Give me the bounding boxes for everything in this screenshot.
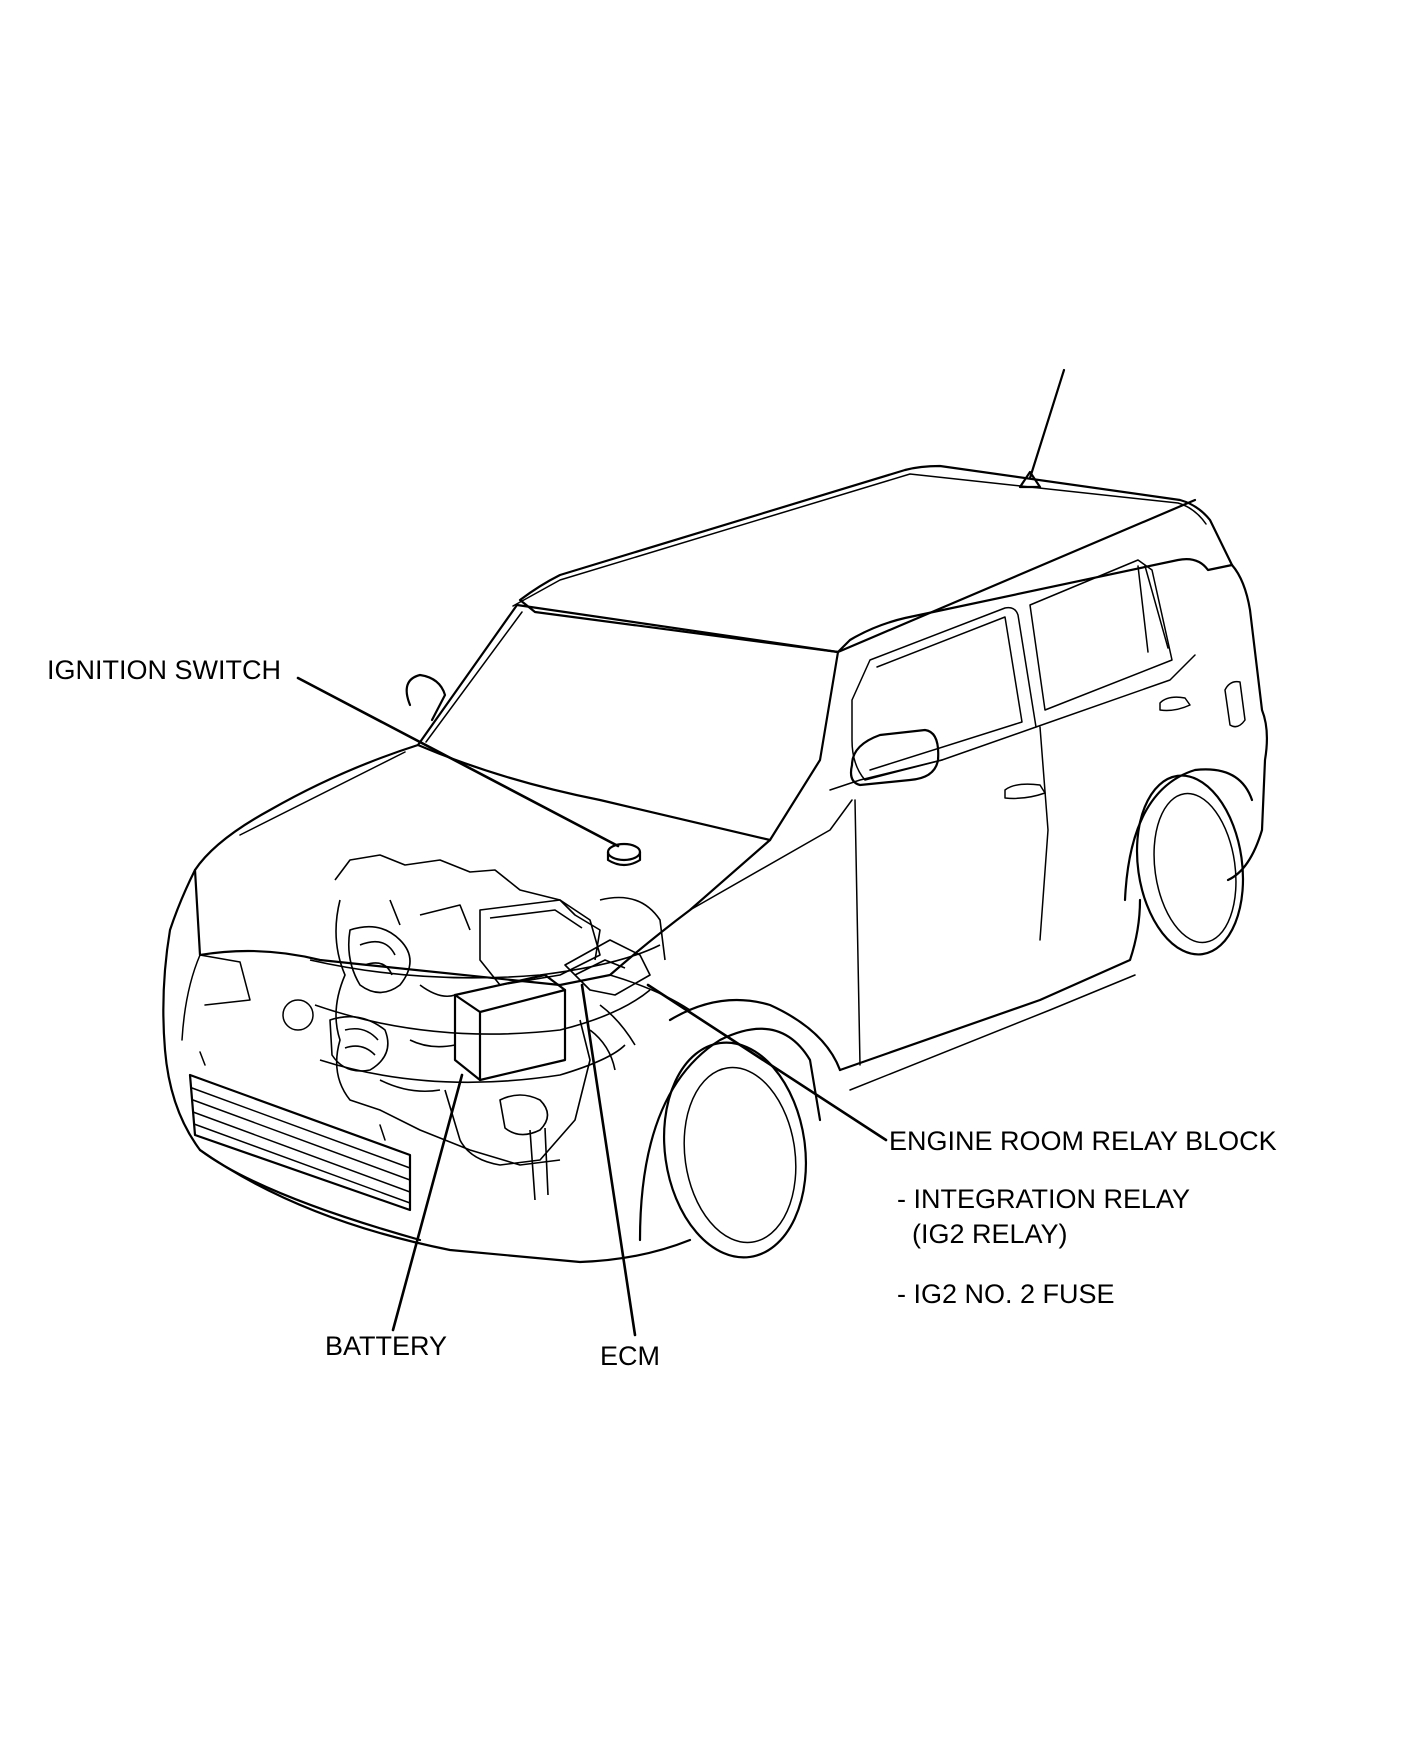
ignition-switch-label: IGNITION SWITCH xyxy=(47,655,281,685)
side-mirror xyxy=(849,728,940,787)
leader-ecm xyxy=(580,983,637,1337)
rear-side-window xyxy=(1029,559,1173,711)
engine-room-relay-block-label: ENGINE ROOM RELAY BLOCK xyxy=(889,1126,1277,1156)
front-emblem xyxy=(282,999,314,1031)
ig2-relay-label: (IG2 RELAY) xyxy=(912,1219,1068,1249)
integration-relay-label: - INTEGRATION RELAY xyxy=(897,1184,1190,1214)
side-body xyxy=(836,558,1269,882)
front-wheel xyxy=(662,1041,808,1259)
door-handle-front xyxy=(1004,783,1046,800)
front-wheel-arch xyxy=(638,1027,822,1242)
antenna xyxy=(1018,368,1066,489)
engine-compartment xyxy=(309,854,666,1201)
hood xyxy=(193,743,772,987)
leader-ignition-switch xyxy=(296,676,620,848)
front-grille xyxy=(188,1073,412,1212)
leader-battery xyxy=(391,1073,464,1332)
leader-relay-block xyxy=(646,983,888,1142)
rear-wheel xyxy=(1135,774,1245,956)
vehicle-illustration xyxy=(162,368,1269,1264)
door-handle-rear xyxy=(1159,696,1191,712)
ig2-fuse-label: - IG2 NO. 2 FUSE xyxy=(897,1279,1115,1309)
windshield xyxy=(416,603,840,842)
front-bumper xyxy=(162,868,692,1264)
ignition-switch-part xyxy=(606,842,642,867)
battery-label: BATTERY xyxy=(325,1331,447,1361)
battery-part xyxy=(453,973,567,1082)
leader-lines xyxy=(296,676,888,1337)
ecm-label: ECM xyxy=(600,1341,660,1371)
